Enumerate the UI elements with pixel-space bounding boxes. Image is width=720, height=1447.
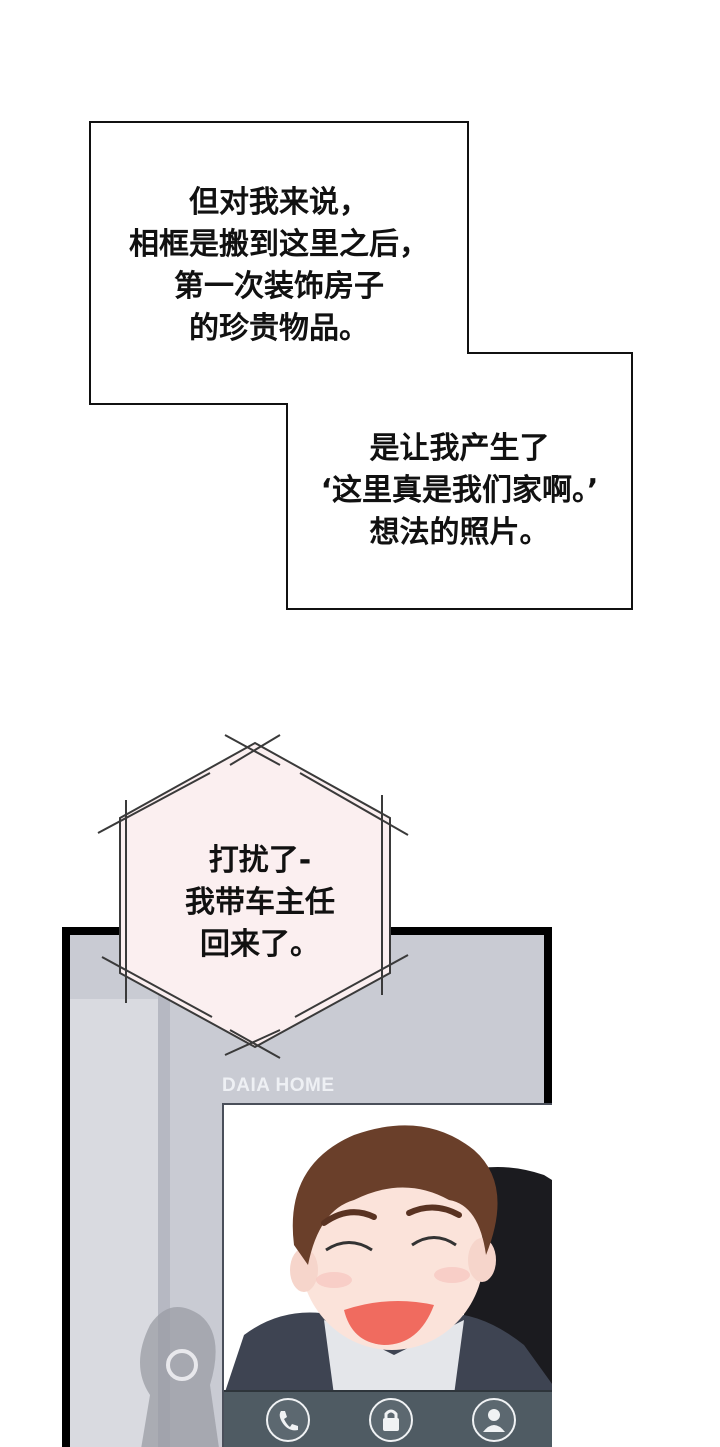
speech-bubble (97, 734, 409, 1059)
speech-line-1: 打扰了- (208, 843, 312, 878)
phone-glyph (279, 1411, 298, 1431)
caption-top-text: 但对我来说， 相框是搬到这里之后， 第一次装饰房子 的珍贵物品。 (90, 182, 468, 350)
character-portrait (224, 1125, 552, 1395)
person-icon[interactable] (472, 1398, 516, 1442)
caption-bottom-text: 是让我产生了 ‘这里真是我们家啊。’ 想法的照片。 (287, 428, 632, 554)
caption-bottom-line-1: 是让我产生了 (369, 431, 550, 466)
panel-background: DAIA HOME (70, 935, 552, 1447)
comic-panel: DAIA HOME (62, 927, 552, 1447)
silhouette-figure (140, 1307, 219, 1447)
speech-line-2: 我带车主任 (185, 885, 335, 920)
lock-icon[interactable] (369, 1398, 413, 1442)
phone-icon[interactable] (266, 1398, 310, 1442)
caption-top-line-1: 但对我来说， (189, 185, 369, 220)
intercom-button-bar (224, 1390, 552, 1447)
caption-bottom-line-2: ‘这里真是我们家啊。’ (320, 473, 599, 508)
person-glyph (483, 1409, 505, 1432)
caption-box (89, 121, 633, 610)
speech-bubble-text: 打扰了- 我带车主任 回来了。 (140, 840, 380, 966)
caption-top-line-4: 的珍贵物品。 (189, 311, 369, 346)
lock-glyph (383, 1409, 399, 1431)
intercom-screen (222, 1103, 552, 1447)
intercom-brand-label: DAIA HOME (222, 1075, 335, 1096)
speech-line-3: 回来了。 (200, 927, 320, 962)
caption-top-line-2: 相框是搬到这里之后， (129, 227, 429, 262)
caption-bottom-line-3: 想法的照片。 (369, 515, 550, 550)
caption-top-line-3: 第一次装饰房子 (174, 269, 384, 304)
